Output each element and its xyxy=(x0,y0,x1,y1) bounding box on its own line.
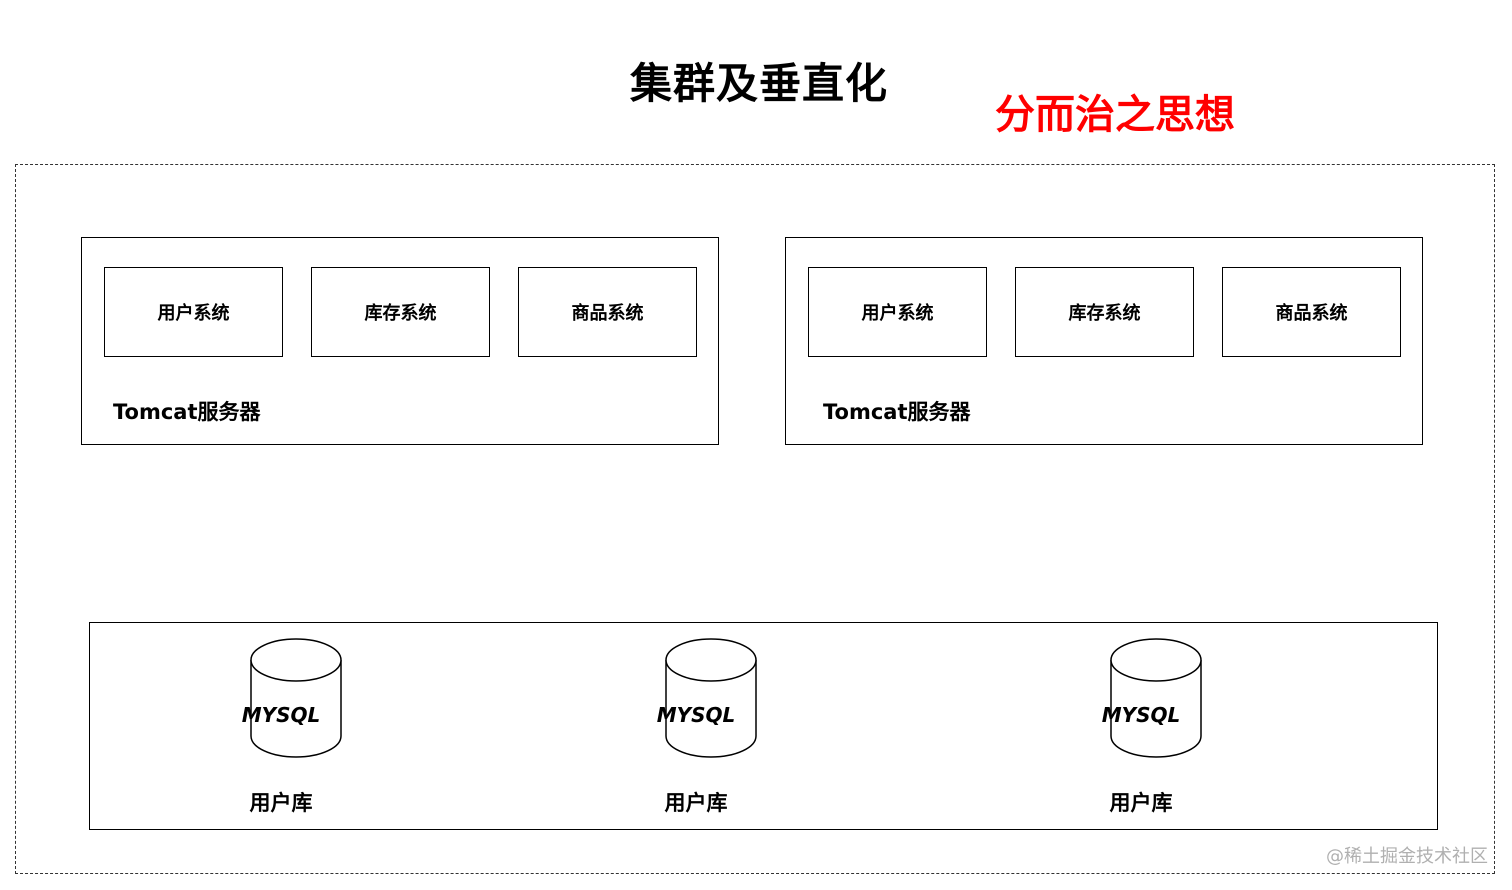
module-inventory-system: 库存系统 xyxy=(311,267,490,357)
database-label: 用户库 xyxy=(664,791,728,815)
diagram-subtitle: 分而治之思想 xyxy=(995,92,1235,138)
tomcat-server-1: 用户系统 库存系统 商品系统 Tomcat服务器 xyxy=(81,237,719,445)
tomcat-server-2: 用户系统 库存系统 商品系统 Tomcat服务器 xyxy=(785,237,1423,445)
module-inventory-system: 库存系统 xyxy=(1015,267,1194,357)
diagram-title: 集群及垂直化 xyxy=(630,59,889,108)
module-user-system: 用户系统 xyxy=(808,267,987,357)
module-product-system: 商品系统 xyxy=(518,267,697,357)
watermark: @稀土掘金技术社区 xyxy=(1326,846,1488,867)
database-layer: MYSQL 用户库 MYSQL 用户库 MYSQL 用户库 xyxy=(89,622,1438,830)
server-label: Tomcat服务器 xyxy=(113,400,261,424)
database-engine-label: MYSQL xyxy=(241,703,321,727)
database-2: MYSQL 用户库 xyxy=(636,637,757,817)
database-label: 用户库 xyxy=(1109,791,1173,815)
cluster-boundary xyxy=(15,164,1495,874)
database-3: MYSQL 用户库 xyxy=(1081,637,1202,817)
database-engine-label: MYSQL xyxy=(1101,703,1181,727)
module-user-system: 用户系统 xyxy=(104,267,283,357)
database-1: MYSQL 用户库 xyxy=(221,637,342,817)
database-cylinder-icon xyxy=(1110,638,1202,758)
database-label: 用户库 xyxy=(249,791,313,815)
module-product-system: 商品系统 xyxy=(1222,267,1401,357)
database-engine-label: MYSQL xyxy=(656,703,736,727)
database-cylinder-icon xyxy=(250,638,342,758)
database-cylinder-icon xyxy=(665,638,757,758)
server-label: Tomcat服务器 xyxy=(823,400,971,424)
